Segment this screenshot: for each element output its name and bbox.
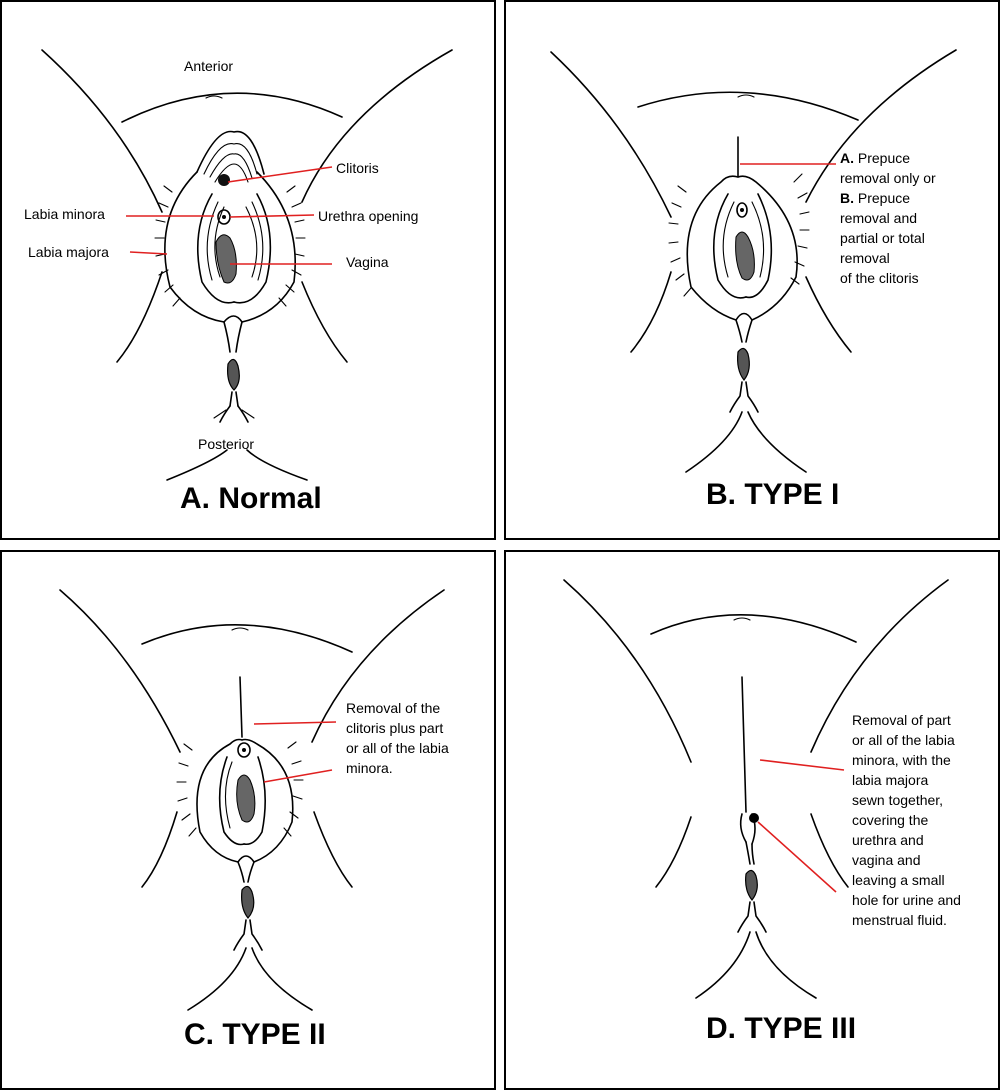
desc-line: clitoris plus part [346,720,444,736]
panel-d-type-iii: Removal of part or all of the labia mino… [504,550,1000,1090]
desc-line: or all of the labia [852,732,955,748]
desc-line: labia majora [852,772,929,788]
desc-line: minora, with the [852,752,951,768]
label-anterior: Anterior [184,58,234,74]
panel-b-type-i: A. Prepuce removal only or B. Prepuce re… [504,0,1000,540]
label-labia-majora: Labia majora [28,244,109,260]
option-b-letter: B. [840,190,854,206]
desc-line: sewn together, [852,792,944,808]
label-vagina: Vagina [346,254,389,270]
panel-c-title: C. TYPE II [184,1018,326,1051]
desc-line: menstrual fluid. [852,912,947,928]
desc-line: leaving a small [852,872,945,888]
panel-d-title: D. TYPE III [706,1012,857,1045]
panel-a-drawing [41,49,453,481]
desc-line-5: partial or total [840,230,925,246]
panel-d-description: Removal of part or all of the labia mino… [852,710,961,930]
panel-c-drawing [59,589,445,1011]
panel-d-drawing [563,579,949,999]
label-urethra-opening: Urethra opening [318,208,419,224]
panel-b-description: A. Prepuce removal only or B. Prepuce re… [840,148,936,288]
desc-line-6: removal [840,250,890,266]
option-b-text: Prepuce [854,190,911,206]
panel-c-description: Removal of the clitoris plus part or all… [346,698,449,778]
desc-line-4: removal and [840,210,918,226]
option-a-letter: A. [840,150,854,166]
panel-b-title: B. TYPE I [706,478,840,511]
desc-line: minora. [346,760,393,776]
label-clitoris: Clitoris [336,160,379,176]
option-a-text: Prepuce [854,150,911,166]
panel-b-drawing [550,49,957,473]
label-posterior: Posterior [198,436,255,452]
panel-a-title: A. Normal [180,482,322,515]
desc-line: covering the [852,812,929,828]
desc-line-2: removal only or [840,170,936,186]
panel-c-type-ii: Removal of the clitoris plus part or all… [0,550,496,1090]
desc-line: vagina and [852,852,921,868]
label-labia-minora: Labia minora [24,206,105,222]
desc-line: hole for urine and [852,892,961,908]
desc-line: Removal of part [852,712,951,728]
desc-line: or all of the labia [346,740,449,756]
desc-line-7: of the clitoris [840,270,919,286]
desc-line: Removal of the [346,700,441,716]
desc-line: urethra and [852,832,924,848]
panel-a-normal: Anterior Clitoris Labia minora Urethra o… [0,0,496,540]
